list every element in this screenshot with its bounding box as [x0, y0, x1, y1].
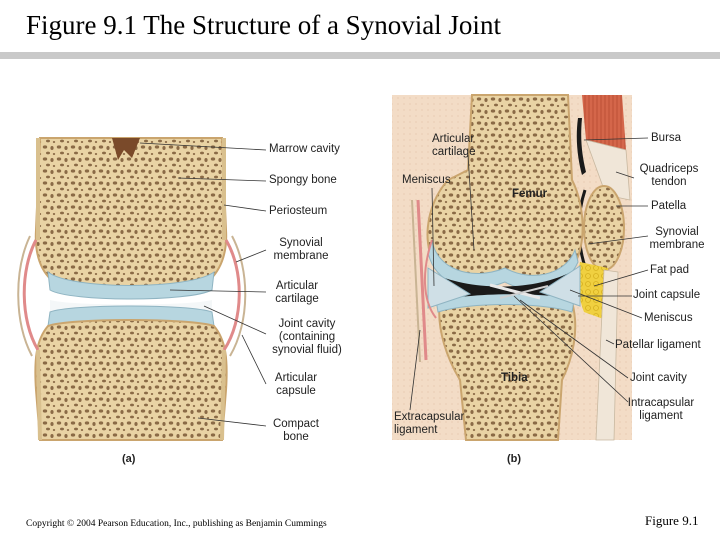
panel-b-letter: (b) — [507, 453, 522, 465]
label-articular-capsule-a: Articular capsule — [274, 372, 318, 397]
label-tibia: Tibia — [501, 372, 528, 384]
label-joint-cavity-a: Joint cavity (containing synovial fluid) — [272, 318, 342, 356]
label-meniscus-right: Meniscus — [644, 312, 693, 324]
label-joint-cavity-b: Joint cavity — [630, 372, 687, 384]
fat-pad-shape — [577, 262, 608, 320]
label-spongy-bone: Spongy bone — [269, 174, 337, 186]
label-compact-bone-a: Compact bone — [272, 418, 320, 443]
copyright-notice: Copyright © 2004 Pearson Education, Inc.… — [26, 519, 327, 529]
label-synovial-membrane-b: Synovial membrane — [649, 226, 705, 251]
bursa-shape — [576, 118, 586, 175]
synovial-membrane-left — [22, 239, 40, 351]
label-periosteum: Periosteum — [269, 205, 328, 217]
label-bursa: Bursa — [651, 132, 682, 144]
figure-number: Figure 9.1 — [645, 513, 699, 528]
meniscus-left-shape — [427, 267, 472, 309]
label-synovial-membrane-a: Synovial membrane — [273, 237, 329, 262]
label-patellar-ligament: Patellar ligament — [615, 339, 701, 351]
label-meniscus-left: Meniscus — [402, 174, 451, 186]
label-femur: Femur — [512, 188, 548, 200]
title-divider — [0, 52, 720, 59]
upper-cartilage — [47, 270, 215, 300]
panel-a-illustration — [17, 137, 267, 441]
label-intracapsular-ligament: Intracapsular ligament — [627, 397, 695, 422]
meniscus-right-shape — [538, 265, 581, 307]
upper-bone — [34, 137, 228, 287]
label-extracapsular-ligament: Extracapsular ligament — [394, 411, 465, 436]
label-articular-cartilage-a: Articular cartilage — [275, 280, 319, 305]
label-marrow-cavity: Marrow cavity — [269, 143, 340, 155]
panel-a-letter: (a) — [122, 453, 136, 465]
label-articular-cartilage-b: Articular cartilage — [432, 133, 476, 158]
patella-bone — [583, 185, 625, 271]
panel-b-illustration — [392, 94, 649, 441]
page-title: Figure 9.1 The Structure of a Synovial J… — [26, 10, 501, 40]
label-fat-pad: Fat pad — [650, 264, 689, 276]
label-joint-capsule: Joint capsule — [633, 289, 701, 301]
lower-bone — [34, 319, 228, 441]
label-quadriceps-tendon: Quadriceps tendon — [639, 163, 699, 188]
label-patella: Patella — [651, 200, 687, 212]
synovial-membrane-right — [222, 239, 241, 351]
